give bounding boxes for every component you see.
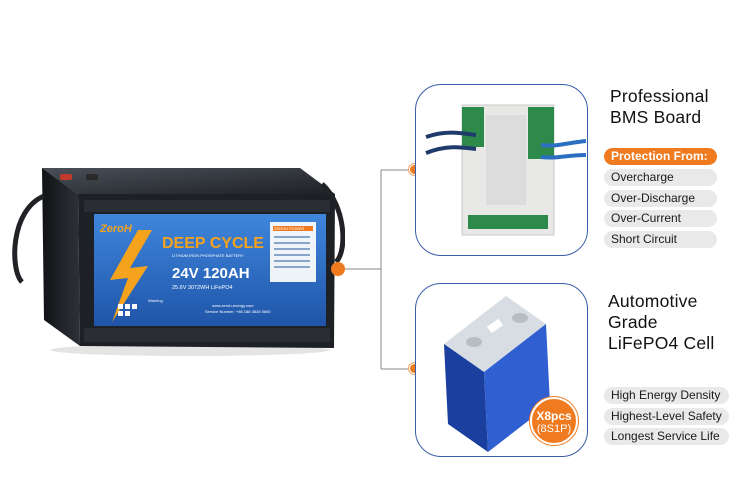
protection-short-circuit: Short Circuit	[604, 231, 717, 248]
battery-badge: ZEROH POWER	[274, 226, 304, 231]
protection-over-current: Over-Current	[604, 210, 717, 227]
warning-icons	[118, 304, 137, 316]
bms-title: Professional BMS Board	[610, 86, 709, 127]
battery-service: Service Number: +86 188 3828 5600	[205, 309, 271, 314]
feature-service-life: Longest Service Life	[604, 428, 729, 445]
bms-image-frame	[415, 84, 588, 256]
battery-warning: Warning	[148, 298, 163, 303]
lifepo4-cell-image	[444, 296, 550, 452]
cell-configuration: (8S1P)	[536, 423, 572, 435]
feature-safety: Highest-Level Safety	[604, 408, 729, 425]
battery-product-image: ZeroH DEEP CYCLE LITHIUM IRON PHOSPHATE …	[12, 168, 345, 356]
cell-quantity: X8pcs	[536, 409, 572, 423]
cell-quantity-badge: X8pcs (8S1P)	[530, 397, 578, 445]
battery-subheadline: LITHIUM IRON PHOSPHATE BATTERY	[172, 253, 244, 258]
battery-connector-dot	[331, 262, 345, 276]
protection-header: Protection From:	[604, 148, 717, 165]
battery-website: www.zeroh-energy.com	[212, 303, 254, 308]
protection-overcharge: Overcharge	[604, 169, 717, 186]
cell-title: Automotive Grade LiFePO4 Cell	[608, 291, 715, 353]
feature-energy-density: High Energy Density	[604, 387, 729, 404]
bms-board-image	[425, 104, 587, 236]
battery-brand: ZeroH	[99, 223, 133, 235]
protection-over-discharge: Over-Discharge	[604, 190, 717, 207]
battery-rating: 24V 120AH	[172, 265, 250, 282]
battery-spec: 25.6V 3072WH LiFePO4	[172, 285, 233, 291]
battery-headline: DEEP CYCLE	[162, 235, 264, 252]
